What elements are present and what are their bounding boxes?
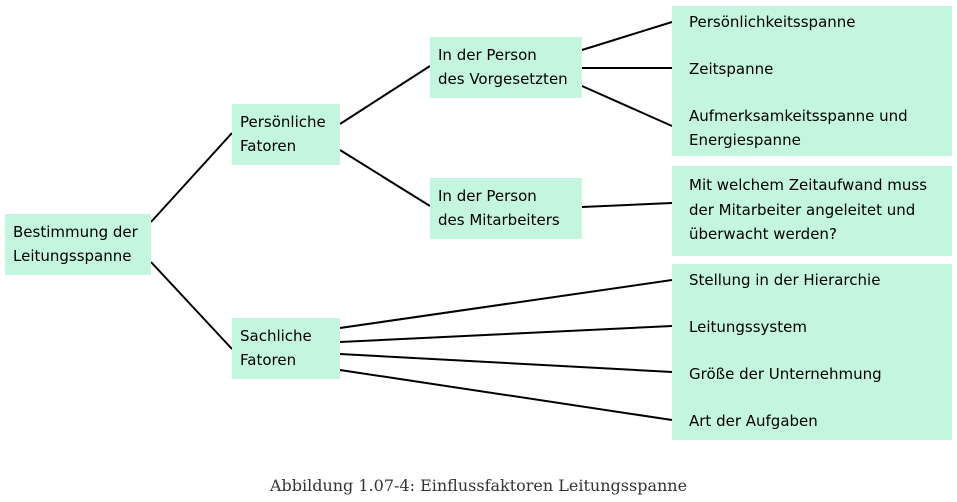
vorgesetzter-items-box: Persönlichkeitsspanne Zeitspanne Aufmerk…: [672, 6, 952, 156]
leaf-item: Mit welchem Zeitaufwand muss: [689, 176, 928, 194]
figure-caption: Abbildung 1.07-4: Einflussfaktoren Leitu…: [269, 476, 688, 495]
connector: [339, 279, 673, 329]
connector: [339, 369, 673, 421]
connector: [339, 149, 431, 207]
leaf-item: Persönlichkeitsspanne: [689, 13, 856, 31]
connector: [150, 261, 233, 350]
leaf-item: Aufmerksamkeitsspanne und: [689, 107, 908, 125]
node-label: Bestimmung der: [13, 223, 138, 241]
mitarbeiter-items-box: Mit welchem Zeitaufwand muss der Mitarbe…: [672, 166, 952, 256]
leaf-item: überwacht werden?: [689, 225, 837, 243]
node-label: Persönliche: [240, 113, 326, 131]
leaf-item: Stellung in der Hierarchie: [689, 271, 881, 289]
leaf-item: Energiespanne: [689, 131, 801, 149]
connector: [581, 202, 673, 208]
persoenliche-faktoren-node: Persönliche Fatoren: [232, 104, 340, 165]
connector: [581, 85, 673, 127]
leaf-item: Leitungssystem: [689, 318, 807, 336]
sachliche-faktoren-node: Sachliche Fatoren: [232, 318, 340, 379]
mitarbeiter-node: In der Person des Mitarbeiters: [430, 178, 582, 239]
sachlich-items-box: Stellung in der Hierarchie Leitungssyste…: [672, 264, 952, 440]
node-label: Fatoren: [240, 351, 297, 369]
root-node: Bestimmung der Leitungsspanne: [5, 214, 151, 275]
node-label: des Vorgesetzten: [438, 70, 568, 88]
node-label: Fatoren: [240, 137, 297, 155]
leaf-item: Zeitspanne: [689, 60, 774, 78]
leaf-item: Größe der Unternehmung: [689, 365, 882, 383]
connector: [339, 325, 673, 343]
connector: [150, 132, 233, 223]
connector: [581, 21, 673, 51]
connector: [339, 65, 431, 125]
node-label: des Mitarbeiters: [438, 211, 560, 229]
node-label: Sachliche: [240, 327, 312, 345]
node-label: In der Person: [438, 187, 537, 205]
leaf-item: Art der Aufgaben: [689, 412, 818, 430]
leaf-item: der Mitarbeiter angeleitet und: [689, 201, 916, 219]
node-label: In der Person: [438, 46, 537, 64]
node-label: Leitungsspanne: [13, 247, 132, 265]
connector: [339, 353, 673, 373]
vorgesetzter-node: In der Person des Vorgesetzten: [430, 37, 582, 98]
